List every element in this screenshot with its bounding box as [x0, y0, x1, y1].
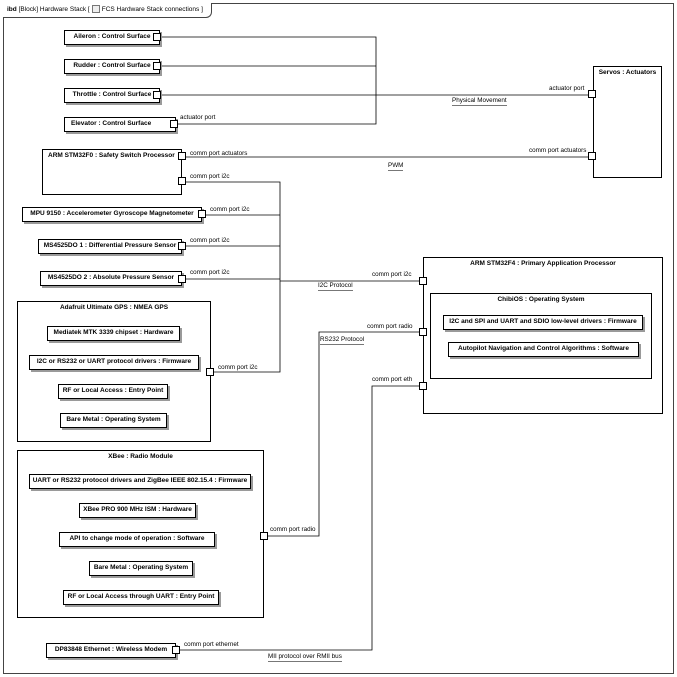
rs232-protocol-label: RS232 Protocol [320, 336, 365, 345]
gps-chipset-block[interactable]: Mediatek MTK 3339 chipset : Hardware [47, 326, 180, 341]
elevator-block[interactable]: Elevator : Control Surface [64, 117, 176, 132]
gps-i2c-port[interactable] [206, 368, 214, 376]
eth-wire [180, 385, 419, 651]
xbee-os-label: Bare Metal : Operating System [93, 564, 189, 571]
diagram-kind: ibd [7, 6, 17, 13]
pwm-label: PWM [388, 162, 404, 171]
xbee-label: XBee : Radio Module [108, 453, 173, 460]
servos-comm-port[interactable] [588, 152, 596, 160]
rudder-port[interactable] [153, 62, 161, 70]
rudder-block[interactable]: Rudder : Control Surface [64, 59, 160, 74]
xbee-hw-block[interactable]: XBee PRO 900 MHz ISM : Hardware [79, 503, 196, 518]
diagram-context: [Block] Hardware Stack [ [18, 6, 90, 13]
diagram-name: FCS Hardware Stack connections ] [101, 6, 203, 13]
llv-drivers-label: I2C and SPI and UART and SDIO low-level … [449, 318, 637, 325]
aileron-port[interactable] [153, 33, 161, 41]
ms2-i2c-port-label: comm port i2c [190, 269, 230, 276]
ms2-label: MS4525DO 2 : Absolute Pressure Sensor [47, 274, 175, 281]
diagram-icon [91, 5, 100, 13]
xbee-api-label: API to change mode of operation : Softwa… [69, 535, 205, 542]
gps-rf-block[interactable]: RF or Local Access : Entry Point [58, 384, 168, 399]
ms1-i2c-port-label: comm port i2c [190, 237, 230, 244]
xbee-radio-port[interactable] [260, 532, 268, 540]
xbee-fw-label: UART or RS232 protocol drivers and ZigBe… [32, 477, 248, 484]
mii-protocol-label: MII protocol over RMII bus [268, 653, 342, 662]
radio-wire [268, 331, 419, 537]
elevator-port-label: actuator port [180, 114, 216, 121]
arm-f0-i2c-port[interactable] [178, 177, 186, 185]
xbee-rf-label: RF or Local Access through UART : Entry … [67, 593, 215, 600]
gps-label: Adafruit Ultimate GPS : NMEA GPS [59, 304, 169, 311]
xbee-rf-block[interactable]: RF or Local Access through UART : Entry … [63, 590, 219, 605]
xbee-api-block[interactable]: API to change mode of operation : Softwa… [59, 532, 215, 547]
i2c-bus-wire [186, 181, 281, 373]
xbee-os-block[interactable]: Bare Metal : Operating System [89, 561, 193, 576]
gps-drivers-block[interactable]: I2C or RS232 or UART protocol drivers : … [29, 355, 199, 370]
gps-os-label: Bare Metal : Operating System [66, 416, 161, 423]
servos-actuator-port-label: actuator port [549, 85, 585, 92]
ms2-block[interactable]: MS4525DO 2 : Absolute Pressure Sensor [40, 271, 182, 286]
ms1-label: MS4525DO 1 : Differential Pressure Senso… [43, 242, 177, 249]
throttle-label: Throttle : Control Surface [72, 91, 152, 98]
ms2-i2c-port[interactable] [178, 275, 186, 283]
dp-label: DP83848 Ethernet : Wireless Modem [54, 646, 168, 653]
i2c-protocol-label: I2C Protocol [318, 282, 353, 291]
gps-drivers-label: I2C or RS232 or UART protocol drivers : … [36, 358, 192, 365]
rudder-label: Rudder : Control Surface [73, 62, 151, 69]
mpu-i2c-port[interactable] [198, 210, 206, 218]
ms1-i2c-port[interactable] [178, 242, 186, 250]
arm-f4-i2c-port-label: comm port i2c [372, 271, 412, 278]
gps-os-block[interactable]: Bare Metal : Operating System [60, 413, 167, 428]
gps-rf-label: RF or Local Access : Entry Point [62, 387, 164, 394]
servos-label: Servos : Actuators [598, 69, 657, 76]
throttle-port[interactable] [153, 91, 161, 99]
mpu-block[interactable]: MPU 9150 : Accelerometer Gyroscope Magne… [22, 207, 202, 222]
elevator-label: Elevator : Control Surface [71, 120, 152, 127]
diagram-header: ibd [Block] Hardware Stack [ FCS Hardware… [3, 3, 212, 18]
dp-ethernet-port-label: comm port ethernet [184, 641, 239, 648]
xbee-fw-block[interactable]: UART or RS232 protocol drivers and ZigBe… [29, 474, 251, 489]
aileron-label: Aileron : Control Surface [73, 33, 151, 40]
arm-f4-i2c-port[interactable] [419, 277, 427, 285]
dp-ethernet-port[interactable] [172, 646, 180, 654]
arm-f0-block[interactable]: ARM STM32F0 : Safety Switch Processor [42, 149, 182, 195]
autopilot-block[interactable]: Autopilot Navigation and Control Algorit… [448, 342, 639, 357]
arm-f4-radio-port[interactable] [419, 328, 427, 336]
xbee-block[interactable]: XBee : Radio Module UART or RS232 protoc… [17, 450, 264, 618]
arm-f4-eth-port[interactable] [419, 382, 427, 390]
xbee-hw-label: XBee PRO 900 MHz ISM : Hardware [83, 506, 192, 513]
elevator-port[interactable] [170, 120, 178, 128]
dp-block[interactable]: DP83848 Ethernet : Wireless Modem [46, 643, 176, 658]
diagram-frame [3, 3, 674, 674]
mpu-i2c-port-label: comm port i2c [210, 206, 250, 213]
chibios-label: ChibiOS : Operating System [497, 296, 585, 303]
ms1-block[interactable]: MS4525DO 1 : Differential Pressure Senso… [38, 239, 182, 254]
aileron-wire [160, 36, 377, 125]
servos-comm-port-label: comm port actuators [529, 147, 587, 154]
gps-chipset-label: Mediatek MTK 3339 chipset : Hardware [53, 329, 174, 336]
xbee-radio-port-label: comm port radio [270, 526, 316, 533]
servos-block[interactable]: Servos : Actuators [593, 66, 662, 178]
chibios-block[interactable]: ChibiOS : Operating System I2C and SPI a… [430, 293, 652, 379]
aileron-block[interactable]: Aileron : Control Surface [64, 30, 160, 45]
physical-movement-label: Physical Movement [452, 97, 507, 106]
arm-f4-eth-port-label: comm port eth [372, 376, 413, 383]
llv-drivers-block[interactable]: I2C and SPI and UART and SDIO low-level … [443, 315, 643, 330]
arm-f0-i2c-port-label: comm port i2c [190, 173, 230, 180]
arm-f4-block[interactable]: ARM STM32F4 : Primary Application Proces… [423, 257, 663, 414]
throttle-block[interactable]: Throttle : Control Surface [64, 88, 160, 103]
arm-f4-radio-port-label: comm port radio [367, 323, 413, 330]
gps-i2c-port-label: comm port i2c [218, 364, 258, 371]
arm-f4-label: ARM STM32F4 : Primary Application Proces… [470, 260, 616, 267]
arm-f0-actuators-port[interactable] [178, 152, 186, 160]
mpu-label: MPU 9150 : Accelerometer Gyroscope Magne… [30, 210, 194, 217]
arm-f0-actuators-port-label: comm port actuators [190, 150, 248, 157]
autopilot-label: Autopilot Navigation and Control Algorit… [458, 345, 629, 352]
arm-f0-label: ARM STM32F0 : Safety Switch Processor [48, 152, 175, 159]
servos-actuator-port[interactable] [588, 90, 596, 98]
gps-block[interactable]: Adafruit Ultimate GPS : NMEA GPS Mediate… [17, 301, 211, 442]
